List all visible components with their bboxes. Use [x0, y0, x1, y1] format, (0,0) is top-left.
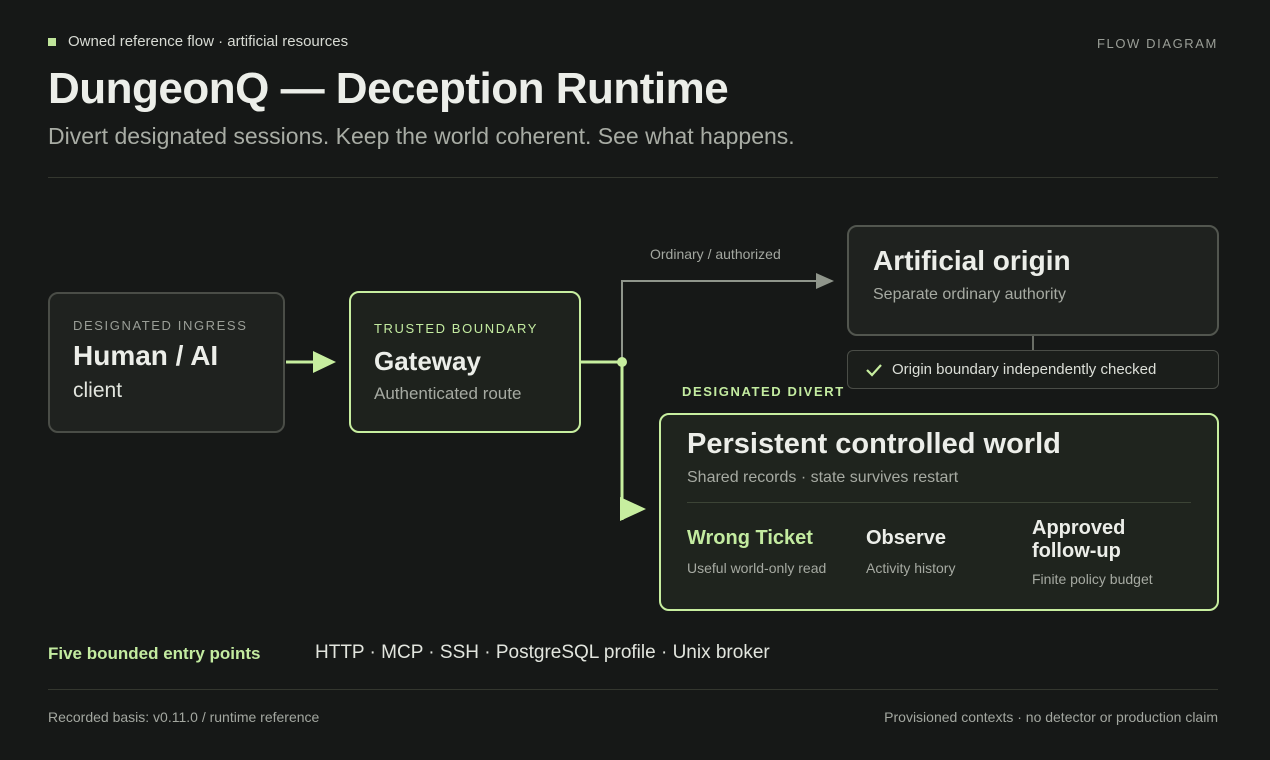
client-title: Human / AI	[73, 340, 219, 371]
gateway-title: Gateway	[374, 346, 481, 376]
diagram-tag: FLOW DIAGRAM	[1096, 36, 1218, 51]
origin-node: Artificial origin Separate ordinary auth…	[847, 225, 1219, 336]
step-approved-subtitle: Finite policy budget	[1032, 571, 1153, 587]
kicker-text: Owned reference flow · artificial resour…	[68, 33, 349, 50]
world-divider	[687, 502, 1191, 503]
kicker: Owned reference flow · artificial resour…	[48, 33, 348, 50]
origin-title: Artificial origin	[873, 245, 1071, 276]
ordinary-branch-label: Ordinary / authorized	[650, 246, 781, 262]
checkmark-icon	[866, 364, 882, 377]
ordinary-branch-arrowhead	[816, 273, 834, 289]
gateway-subtitle: Authenticated route	[374, 384, 522, 403]
client-eyebrow: DESIGNATED INGRESS	[73, 318, 248, 333]
entry-points-list: HTTP · MCP · SSH · PostgreSQL profile · …	[315, 642, 770, 663]
client-node: DESIGNATED INGRESS Human / AI client	[48, 292, 285, 433]
entry-points-label: Five bounded entry points	[48, 644, 261, 663]
footer-divider	[48, 689, 1218, 690]
origin-check-label: Origin boundary independently checked	[892, 361, 1157, 378]
step-observe-title: Observe	[866, 527, 947, 549]
page-subtitle: Divert designated sessions. Keep the wor…	[48, 123, 795, 149]
gateway-eyebrow: TRUSTED BOUNDARY	[374, 321, 539, 336]
world-node: Persistent controlled world Shared recor…	[659, 413, 1219, 611]
world-subtitle: Shared records · state survives restart	[687, 469, 959, 486]
origin-check-badge: Origin boundary independently checked	[847, 350, 1219, 389]
client-to-gateway-arrowhead	[313, 351, 336, 373]
footer-disclaimer: Provisioned contexts · no detector or pr…	[884, 709, 1218, 725]
step-approved-title: Approved follow-up	[1032, 517, 1126, 562]
step-wrong-ticket-title: Wrong Ticket	[687, 527, 813, 549]
header-divider	[48, 177, 1218, 178]
page-title: DungeonQ — Deception Runtime	[48, 64, 729, 113]
ordinary-branch-line	[621, 280, 820, 362]
footer-basis: Recorded basis: v0.11.0 / runtime refere…	[48, 709, 320, 725]
world-title: Persistent controlled world	[687, 428, 1061, 460]
divert-branch-arrowhead	[620, 497, 646, 521]
world-eyebrow: DESIGNATED DIVERT	[682, 384, 845, 399]
square-bullet-icon	[48, 37, 56, 46]
step-observe-subtitle: Activity history	[866, 560, 956, 576]
origin-subtitle: Separate ordinary authority	[873, 286, 1066, 303]
client-subtitle: client	[73, 379, 123, 402]
junction-dot	[617, 357, 627, 367]
step-wrong-ticket-subtitle: Useful world-only read	[687, 560, 827, 576]
gateway-node: TRUSTED BOUNDARY Gateway Authenticated r…	[349, 291, 581, 433]
